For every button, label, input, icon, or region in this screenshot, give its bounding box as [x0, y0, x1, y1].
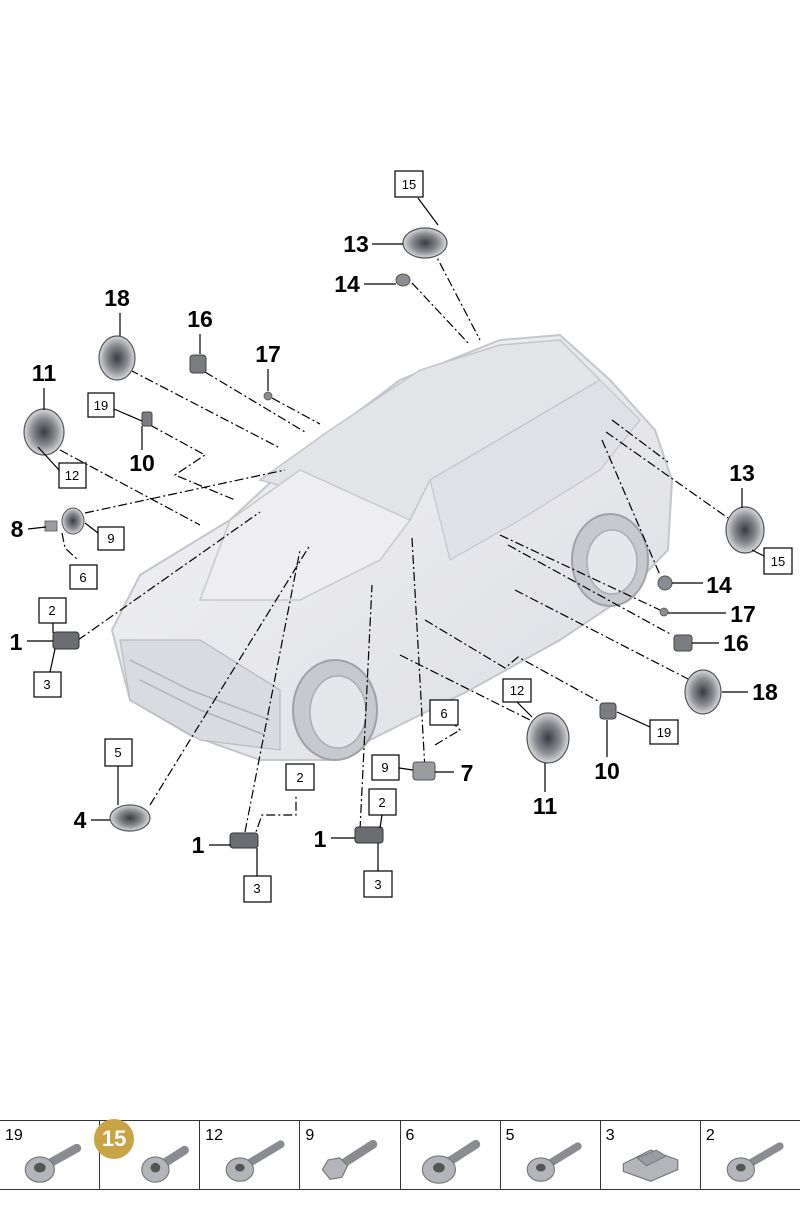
- hex-bolt-icon: [322, 1139, 378, 1180]
- callout-7: 7: [461, 760, 474, 786]
- part-cell-9[interactable]: 9: [300, 1121, 401, 1189]
- callout-16-right: 16: [723, 630, 749, 656]
- callout-18-right: 18: [752, 679, 778, 705]
- callout-16-left: 16: [187, 306, 213, 332]
- part-number: 12: [205, 1127, 224, 1144]
- tweeter-17-left: [263, 391, 273, 401]
- callout-15-top: 15: [402, 177, 416, 192]
- callout-1-right: 1: [314, 826, 327, 852]
- callout-12-right: 12: [510, 683, 524, 698]
- part-number: 3: [605, 1127, 615, 1144]
- part-number: 2: [705, 1127, 715, 1144]
- exploded-diagram: 15 13 14 18 16 17 11 19 10 12 8 9 6 2 1: [10, 170, 793, 903]
- part-number: 19: [5, 1127, 23, 1144]
- part-cell-6[interactable]: 6: [401, 1121, 501, 1189]
- callout-12-left: 12: [65, 468, 79, 483]
- tweeter-17-right: [659, 607, 669, 617]
- part-number: 9: [305, 1127, 315, 1144]
- callout-15-right: 15: [771, 554, 785, 569]
- callout-14-top: 14: [334, 271, 360, 297]
- part-cell-12[interactable]: 12: [200, 1121, 301, 1189]
- callout-17-left: 17: [255, 341, 281, 367]
- part-cell-2[interactable]: 2: [701, 1121, 800, 1189]
- fastener-parts-strip: 19 15 12 9 6: [0, 1119, 800, 1190]
- speaker-18-left: [98, 335, 136, 381]
- callout-2-right: 2: [378, 795, 385, 810]
- flange-screw-icon: [526, 1142, 582, 1182]
- callout-9-left: 9: [107, 531, 114, 546]
- speaker-16-right: [673, 634, 693, 652]
- callouts: 15 13 14 18 16 17 11 19 10 12 8 9 6 2 1: [10, 170, 793, 903]
- callout-13-top: 13: [343, 231, 369, 257]
- clip-nut-icon: [622, 1149, 679, 1182]
- callout-19-left: 19: [94, 398, 108, 413]
- amplifier-1-left: [52, 631, 80, 650]
- bracket-8: [44, 520, 58, 532]
- speaker-4: [109, 804, 151, 832]
- callout-3-right: 3: [374, 877, 381, 892]
- speaker-18-right: [684, 669, 722, 715]
- speaker-13-right: [725, 506, 765, 554]
- speaker-9-left: [61, 507, 85, 535]
- tweeter-10-right: [599, 702, 617, 720]
- part-cell-19[interactable]: 19: [0, 1121, 101, 1189]
- callout-13-right: 13: [729, 460, 755, 486]
- part-number: 5: [505, 1127, 515, 1144]
- callout-19-right: 19: [657, 725, 671, 740]
- highlight-badge: 15: [94, 1119, 135, 1159]
- flange-screw-icon: [225, 1140, 285, 1182]
- callout-8: 8: [11, 516, 24, 542]
- speaker-16-left: [189, 354, 207, 374]
- callout-3-mid: 3: [253, 881, 260, 896]
- callout-5: 5: [114, 745, 121, 760]
- callout-2-mid: 2: [296, 770, 303, 785]
- speaker-11-right: [526, 712, 570, 764]
- callout-18-left: 18: [104, 285, 130, 311]
- callout-4: 4: [74, 807, 87, 833]
- washer-screw-icon: [421, 1139, 480, 1184]
- callout-17-right: 17: [730, 601, 756, 627]
- amplifier-1-mid: [229, 832, 259, 849]
- callout-6-left: 6: [79, 570, 86, 585]
- callout-3-left: 3: [43, 677, 50, 692]
- callout-9-right: 9: [381, 760, 388, 775]
- speaker-11-left: [23, 408, 65, 456]
- callout-14-right: 14: [706, 572, 732, 598]
- flange-screw-icon: [24, 1143, 82, 1183]
- flange-screw-icon: [726, 1142, 784, 1182]
- flange-screw-icon: [141, 1145, 190, 1183]
- rear-wheel: [571, 513, 649, 607]
- tweeter-14-right: [657, 575, 673, 591]
- part-number: 6: [405, 1127, 415, 1144]
- callout-10-right: 10: [594, 758, 620, 784]
- leader-lines: [59, 247, 729, 844]
- callout-10-left: 10: [129, 450, 155, 476]
- bracket-7: [412, 761, 436, 781]
- tweeter-10-left: [141, 411, 153, 427]
- speaker-13-top: [402, 227, 448, 259]
- callout-11-left: 11: [32, 360, 57, 386]
- callout-2-left: 2: [48, 603, 55, 618]
- amplifier-1-right: [354, 826, 384, 844]
- vehicle-illustration: [110, 333, 674, 761]
- callout-1-mid: 1: [192, 832, 205, 858]
- part-cell-15[interactable]: 15: [94, 1119, 201, 1189]
- tweeter-14-top: [395, 273, 411, 287]
- front-wheel: [292, 659, 378, 761]
- callout-11-right: 11: [533, 793, 558, 819]
- callout-6-right: 6: [440, 706, 447, 721]
- callout-1-left: 1: [10, 629, 23, 655]
- part-cell-5[interactable]: 5: [501, 1121, 601, 1189]
- part-cell-3[interactable]: 3: [601, 1121, 701, 1189]
